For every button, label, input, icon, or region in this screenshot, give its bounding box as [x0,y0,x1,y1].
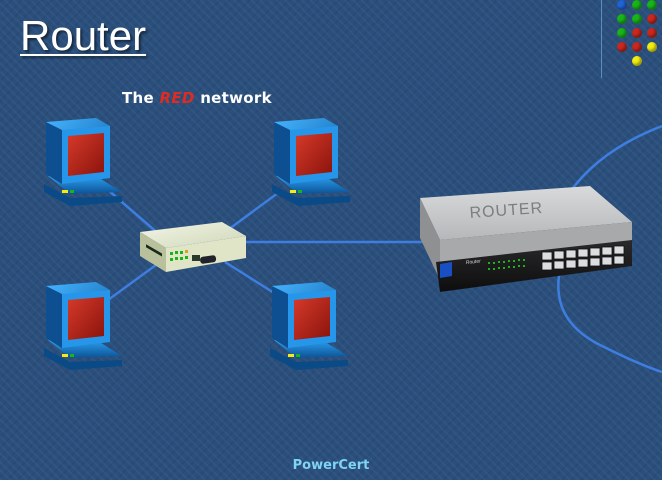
corner-dot [632,28,642,38]
switch-leds [170,250,200,261]
corner-dot [617,0,627,10]
cable-bottom-left [107,260,161,302]
caption-prefix: The [122,89,160,107]
corner-dot [632,42,642,52]
router-top-label: ROUTER [469,200,544,222]
computer-bottom-right [270,282,348,370]
corner-dot [617,28,627,38]
corner-dot [647,42,657,52]
computer-bottom-left [44,282,122,370]
corner-dot [632,0,642,10]
cable-top-right [224,188,283,234]
slide-title: Router [20,12,147,59]
cable-internet-bottom [557,269,662,374]
caption-suffix: network [194,89,272,107]
router-device: ROUTER Router [420,186,632,292]
router-ports [541,245,625,271]
corner-dot [632,56,642,66]
corner-dot-grid [617,0,662,72]
computer-top-left [44,118,122,206]
network-caption: The RED network [122,89,272,107]
footer-credit: PowerCert [292,458,370,473]
corner-dot [617,42,627,52]
router-brand-label: Router [466,258,482,266]
corner-dot [647,28,657,38]
corner-dot [632,14,642,24]
corner-divider [601,0,602,78]
corner-dot [617,14,627,24]
router-leds [488,259,525,270]
corner-dot [647,0,657,10]
cable-internet-top [568,124,662,193]
corner-dot [647,14,657,24]
network-switch [140,222,246,272]
caption-highlight: RED [159,89,195,107]
computer-top-right [272,118,350,206]
